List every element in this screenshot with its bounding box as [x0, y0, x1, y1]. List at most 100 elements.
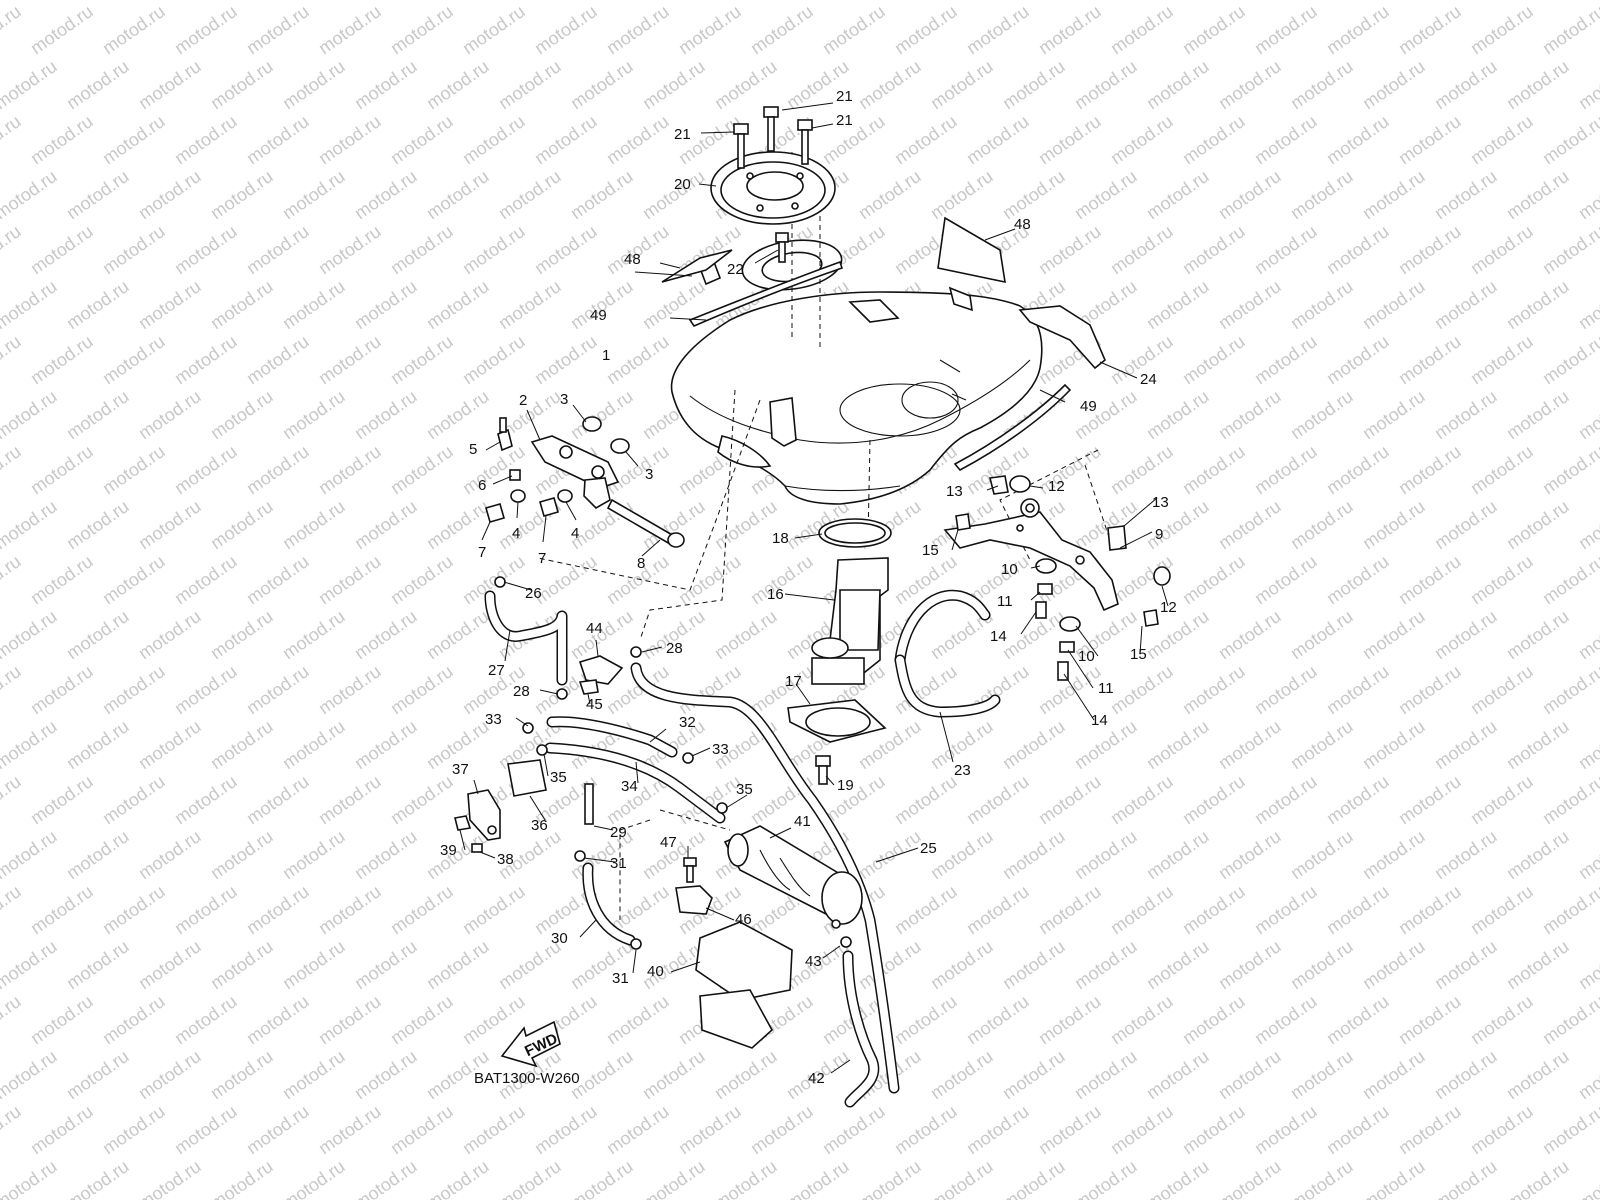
callout-7: 7	[538, 550, 546, 567]
callout-12: 12	[1048, 478, 1065, 495]
watermark-text: motod.ru	[1323, 661, 1393, 718]
watermark-text: motod.ru	[1215, 496, 1285, 553]
watermark-text: motod.ru	[819, 1, 889, 58]
watermark-text: motod.ru	[1215, 0, 1285, 3]
watermark-text: motod.ru	[891, 1, 961, 58]
watermark-text: motod.ru	[315, 771, 385, 828]
watermark-text: motod.ru	[279, 1156, 349, 1200]
watermark-text: motod.ru	[351, 386, 421, 443]
callout-25: 25	[920, 840, 937, 857]
watermark-text: motod.ru	[63, 386, 133, 443]
watermark-text: motod.ru	[63, 1046, 133, 1103]
fuel-pump-assembly	[787, 518, 892, 785]
watermark-text: motod.ru	[99, 881, 169, 938]
watermark-text: motod.ru	[207, 0, 277, 3]
watermark-text: motod.ru	[1431, 1046, 1501, 1103]
callout-21: 21	[836, 88, 853, 105]
watermark-text: motod.ru	[99, 1, 169, 58]
watermark-text: motod.ru	[999, 936, 1069, 993]
watermark-text: motod.ru	[315, 1101, 385, 1158]
watermark-text: motod.ru	[207, 496, 277, 553]
callout-35: 35	[736, 781, 753, 798]
watermark-text: motod.ru	[1071, 0, 1141, 3]
watermark-text: motod.ru	[1431, 276, 1501, 333]
callout-33: 33	[485, 711, 502, 728]
watermark-text: motod.ru	[675, 771, 745, 828]
watermark-text: motod.ru	[531, 221, 601, 278]
watermark-text: motod.ru	[1143, 0, 1213, 3]
watermark-text: motod.ru	[387, 881, 457, 938]
watermark-text: motod.ru	[999, 56, 1069, 113]
watermark-text: motod.ru	[1323, 111, 1393, 168]
watermark-text: motod.ru	[1287, 826, 1357, 883]
watermark-text: motod.ru	[243, 111, 313, 168]
watermark-text: motod.ru	[423, 826, 493, 883]
callout-15: 15	[922, 542, 939, 559]
callout-14: 14	[1091, 712, 1108, 729]
watermark-text: motod.ru	[711, 606, 781, 663]
watermark-text: motod.ru	[243, 881, 313, 938]
callout-36: 36	[531, 817, 548, 834]
watermark-text: motod.ru	[1071, 936, 1141, 993]
watermark-text: motod.ru	[999, 1156, 1069, 1200]
watermark-text: motod.ru	[1503, 826, 1573, 883]
watermark-text: motod.ru	[387, 1101, 457, 1158]
watermark-text: motod.ru	[0, 771, 24, 828]
watermark-text: motod.ru	[315, 551, 385, 608]
watermark-text: motod.ru	[171, 1, 241, 58]
watermark-text: motod.ru	[531, 331, 601, 388]
watermark-text: motod.ru	[1467, 771, 1537, 828]
watermark-text: motod.ru	[387, 331, 457, 388]
watermark-text: motod.ru	[567, 276, 637, 333]
watermark-text: motod.ru	[135, 496, 205, 553]
watermark-text: motod.ru	[1431, 936, 1501, 993]
watermark-text: motod.ru	[891, 1101, 961, 1158]
watermark-text: motod.ru	[1071, 1046, 1141, 1103]
watermark-text: motod.ru	[99, 991, 169, 1048]
watermark-text: motod.ru	[1215, 56, 1285, 113]
callout-48: 48	[1014, 216, 1031, 233]
watermark-text: motod.ru	[747, 1, 817, 58]
watermark-text: motod.ru	[531, 1, 601, 58]
watermark-text: motod.ru	[963, 771, 1033, 828]
watermark-text: motod.ru	[1215, 936, 1285, 993]
watermark-text: motod.ru	[1035, 221, 1105, 278]
watermark-text: motod.ru	[387, 441, 457, 498]
watermark-text: motod.ru	[63, 826, 133, 883]
watermark-text: motod.ru	[1395, 221, 1465, 278]
callout-31: 31	[612, 970, 629, 987]
callout-numbers: 1 2 3 3 4 4 5 6 7 7 8 9 10 10 11 11 12 1…	[440, 88, 1177, 1087]
watermark-text: motod.ru	[639, 1156, 709, 1200]
watermark-text: motod.ru	[243, 1101, 313, 1158]
watermark-text: motod.ru	[1323, 1101, 1393, 1158]
watermark-text: motod.ru	[675, 551, 745, 608]
watermark-text: motod.ru	[891, 991, 961, 1048]
watermark-text: motod.ru	[1431, 56, 1501, 113]
watermark-text: motod.ru	[1107, 661, 1177, 718]
watermark-text: motod.ru	[171, 661, 241, 718]
cap-bolt-left	[733, 123, 749, 169]
watermark-text: motod.ru	[1035, 771, 1105, 828]
watermark-text: motod.ru	[27, 441, 97, 498]
watermark-text: motod.ru	[63, 496, 133, 553]
watermark-text: motod.ru	[1179, 111, 1249, 168]
watermark-text: motod.ru	[351, 496, 421, 553]
valve-and-bracket-parts	[454, 655, 624, 853]
watermark-text: motod.ru	[891, 881, 961, 938]
watermark-text: motod.ru	[963, 991, 1033, 1048]
watermark-text: motod.ru	[63, 716, 133, 773]
watermark-text: motod.ru	[135, 276, 205, 333]
watermark-text: motod.ru	[1143, 936, 1213, 993]
watermark-text: motod.ru	[423, 606, 493, 663]
watermark-text: motod.ru	[1287, 1156, 1357, 1200]
cap-screw-22	[775, 232, 789, 263]
watermark-text: motod.ru	[279, 716, 349, 773]
watermark-text: motod.ru	[1503, 0, 1573, 3]
watermark-text: motod.ru	[603, 1101, 673, 1158]
watermark-text: motod.ru	[1251, 881, 1321, 938]
watermark-text: motod.ru	[927, 936, 997, 993]
watermark-text: motod.ru	[1575, 716, 1600, 773]
watermark-text: motod.ru	[387, 221, 457, 278]
watermark-text: motod.ru	[1179, 441, 1249, 498]
watermark-text: motod.ru	[1323, 331, 1393, 388]
